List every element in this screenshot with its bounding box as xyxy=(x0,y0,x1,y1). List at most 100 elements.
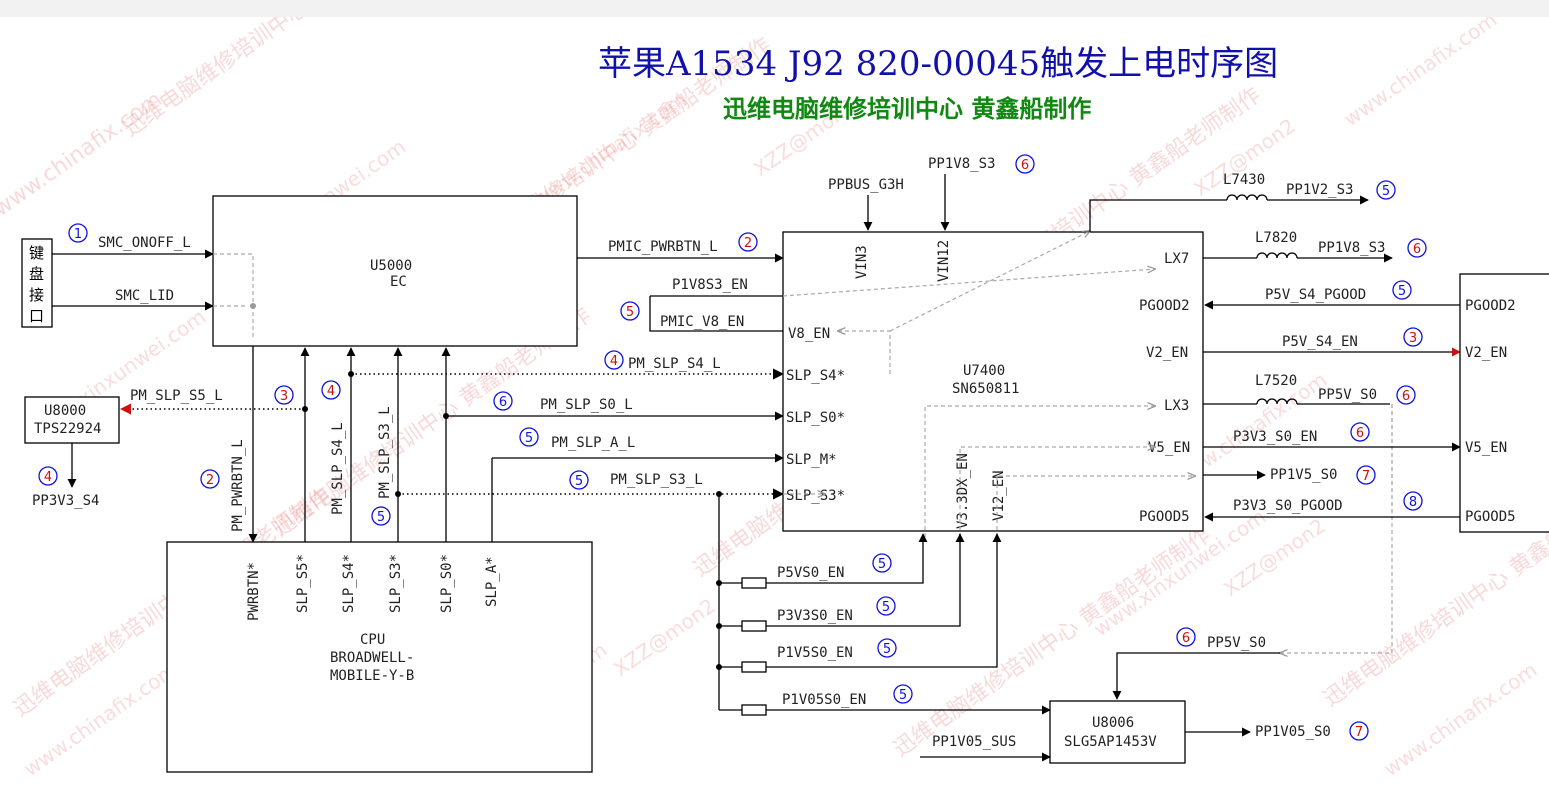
step-number: 7 xyxy=(1362,469,1370,484)
power-sequence-diagram: www.chinafix.com 迅维电脑维修培训中心 黄鑫船老师制作 www.… xyxy=(0,17,1549,781)
pin-r-pgood2: PGOOD2 xyxy=(1465,298,1516,314)
step-badge xyxy=(1407,238,1427,258)
signal-smc-onoff: SMC_ONOFF_L xyxy=(98,235,191,251)
step-number: 3 xyxy=(1409,331,1417,346)
signal-p1v05s0-en: P1V05S0_EN xyxy=(782,692,866,708)
step-badge xyxy=(321,380,341,400)
junction-dot xyxy=(395,491,401,497)
wire-pmic-internal xyxy=(996,476,1195,537)
step-badge xyxy=(200,469,220,489)
pin-r-pgood5: PGOOD5 xyxy=(1465,509,1516,525)
resistor xyxy=(741,704,767,716)
step-badge xyxy=(1350,422,1370,442)
junction-dot xyxy=(716,623,722,629)
step-badge xyxy=(1403,327,1423,347)
step-badge xyxy=(1403,491,1423,511)
u8006-name: SLG5AP1453V xyxy=(1064,734,1157,750)
step-number: 5 xyxy=(525,431,533,446)
signal-pp1v8-s3: PP1V8_S3 xyxy=(1318,240,1385,256)
junction-dot xyxy=(716,664,722,670)
watermark: www.chinafix.com xyxy=(1379,657,1541,781)
pin-lx3: LX3 xyxy=(1164,398,1189,414)
pin-slp-s4: SLP_S4* xyxy=(786,368,845,384)
wire-p1v8s3 xyxy=(649,296,783,332)
watermark: www.chinafix.com xyxy=(1339,17,1501,131)
label-l7520: L7520 xyxy=(1255,373,1297,389)
step-number: 5 xyxy=(878,557,886,572)
keyboard-connector-box xyxy=(21,238,53,328)
pin-vin12: VIN12 xyxy=(936,240,952,282)
step-badge xyxy=(274,385,294,405)
step-number: 8 xyxy=(1409,495,1417,510)
wire-pmic-internal xyxy=(959,447,1155,537)
signal-smc-lid: SMC_LID xyxy=(115,288,174,304)
diagram-subtitle: 迅维电脑维修培训中心 黄鑫船制作 xyxy=(723,94,1091,123)
step-badge xyxy=(620,301,640,321)
wire-pmic-internal xyxy=(924,406,1155,537)
cpu-chip xyxy=(166,541,593,773)
step-number: 3 xyxy=(280,389,288,404)
resistor xyxy=(741,661,767,673)
signal-pm-slp-s4-h: PM_SLP_S4_L xyxy=(628,356,721,372)
pin-v12-en: V12_EN xyxy=(991,470,1007,521)
signal-pp5v-s0: PP5V_S0 xyxy=(1318,387,1377,403)
label-l7820: L7820 xyxy=(1255,230,1297,246)
wire-pp5v-s0-down xyxy=(1280,404,1393,653)
signal-p5vs0-en: P5VS0_EN xyxy=(777,565,844,581)
step-number: 5 xyxy=(1398,284,1406,299)
cpu-pin-slp-s5: SLP_S5* xyxy=(295,554,311,613)
signal-pm-slp-s3-vertical: PM_SLP_S3_L xyxy=(377,406,393,499)
u8000-chip xyxy=(24,396,120,444)
step-badge xyxy=(1356,465,1376,485)
resistor xyxy=(741,620,767,632)
pin-v2-en: V2_EN xyxy=(1146,345,1188,361)
u8000-name: TPS22924 xyxy=(34,421,101,437)
cpu-line3: MOBILE-Y-B xyxy=(330,668,414,684)
cpu-name: CPU xyxy=(360,632,385,648)
step-badge xyxy=(1376,180,1396,200)
step-number: 4 xyxy=(610,354,618,369)
schematic-canvas: www.chinafix.com 迅维电脑维修培训中心 黄鑫船老师制作 www.… xyxy=(0,17,1549,798)
cpu-line2: BROADWELL- xyxy=(330,650,414,666)
pin-r-v5-en: V5_EN xyxy=(1465,440,1507,456)
step-number: 6 xyxy=(1182,631,1190,646)
step-badge xyxy=(38,466,58,486)
signal-pp1v05-sus: PP1V05_SUS xyxy=(932,734,1016,750)
signal-pp1v2-s3: PP1V2_S3 xyxy=(1286,182,1353,198)
wire-pmic-internal xyxy=(782,269,1155,297)
step-badge xyxy=(893,684,913,704)
signal-ppbus-g3h: PPBUS_G3H xyxy=(828,177,904,193)
signal-pp5v-s0-low: PP5V_S0 xyxy=(1207,635,1266,651)
cpu-pin-slp-a: SLP_A* xyxy=(484,556,500,607)
enable-branches: P5VS0_EN 5 P3V3S0_EN 5 P1V5S0_EN 5 P1V05… xyxy=(716,533,1051,716)
step-number: 2 xyxy=(206,473,214,488)
diagram-title: 苹果A1534 J92 820-00045触发上电时序图 xyxy=(598,44,1278,84)
watermark: 迅维电脑维修培训中心 黄鑫船老师制作 xyxy=(119,17,445,142)
step-number: 5 xyxy=(575,474,583,489)
pmic-ref: U7400 xyxy=(963,363,1005,379)
step-badge xyxy=(1176,627,1196,647)
cpu-pin-pwrbtn: PWRBTN* xyxy=(246,562,262,621)
signal-pm-slp-a: PM_SLP_A_L xyxy=(551,435,635,451)
ec-name: EC xyxy=(390,274,407,290)
pin-vin3: VIN3 xyxy=(854,245,870,279)
step-number: 6 xyxy=(1402,389,1410,404)
signal-pm-slp-s4-vertical: PM_SLP_S4_L xyxy=(330,422,346,515)
signal-pm-slp-s5: PM_SLP_S5_L xyxy=(130,388,223,404)
signal-p3v3s0-en: P3V3S0_EN xyxy=(777,608,853,624)
resistor xyxy=(741,577,767,589)
pin-v3-3dx-en: V3.3DX_EN xyxy=(955,453,971,529)
u8000-ref: U8000 xyxy=(44,403,86,419)
step-badge xyxy=(1015,154,1035,174)
pin-v8-en: V8_EN xyxy=(788,326,830,342)
step-number: 5 xyxy=(899,688,907,703)
step-number: 7 xyxy=(1355,725,1363,740)
signal-p3v3-s0-pgood: P3V3_S0_PGOOD xyxy=(1233,498,1343,514)
wire-p1v5s0-en xyxy=(766,533,1002,668)
step-badge xyxy=(1392,280,1412,300)
inductor-l7430 xyxy=(1226,194,1268,201)
signal-p1v5s0-en: P1V5S0_EN xyxy=(777,645,853,661)
wire-pmic-internal xyxy=(889,231,1090,332)
step-number: 6 xyxy=(1356,426,1364,441)
u8006-chip xyxy=(1049,700,1186,764)
